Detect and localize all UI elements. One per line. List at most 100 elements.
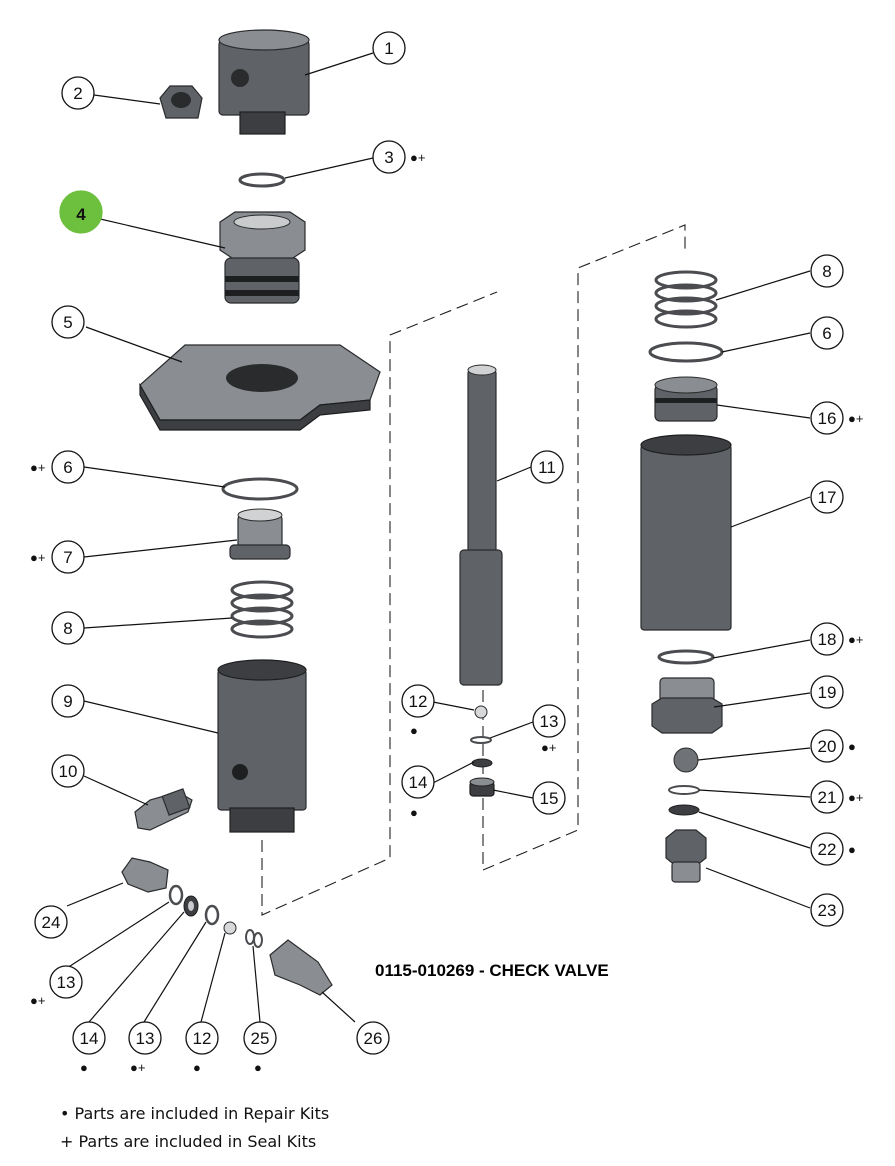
- part-11-rod: [459, 364, 503, 686]
- part-5-mounting-plate: [139, 344, 381, 431]
- diagram-title: 0115-010269 - CHECK VALVE: [375, 961, 609, 980]
- callout-circle-c5: [51, 305, 85, 339]
- kit-mark-c18: ●+: [848, 632, 863, 647]
- kit-mark-c13c: ●+: [130, 1060, 145, 1075]
- callout-circle-c8b: [810, 254, 844, 288]
- callout-label-c3: 3: [384, 148, 393, 167]
- kit-mark-c12b: ●: [193, 1060, 201, 1075]
- callout-circle-c4: [59, 190, 103, 234]
- callout-label-c15: 15: [540, 789, 559, 808]
- part-12-ball-center: [474, 705, 488, 719]
- callout-label-c18: 18: [818, 630, 837, 649]
- callout-circle-c11: [530, 450, 564, 484]
- part-6-ring-left: [221, 477, 299, 501]
- callout-label-c10: 10: [59, 762, 78, 781]
- callout-circle-c18: [810, 622, 844, 656]
- part-4-gland-nut: [219, 211, 306, 304]
- part-26-fitting-bottom: [269, 939, 333, 996]
- callout-circle-c24: [34, 905, 68, 939]
- kit-mark-c3: ●+: [410, 150, 425, 165]
- part-15-cup-center: [469, 777, 495, 797]
- part-14-seat-center: [471, 758, 493, 768]
- callout-circle-c21: [810, 780, 844, 814]
- part-14-seat-bottom: [183, 895, 199, 917]
- part-20-ball-right: [673, 747, 699, 773]
- part-6-ring-right: [648, 341, 724, 363]
- part-9-body-left: [217, 659, 307, 833]
- part-19-cap-right: [651, 677, 723, 734]
- callout-circle-c26: [356, 1021, 390, 1055]
- callout-circle-c3: [372, 140, 406, 174]
- part-22-seat-right: [668, 804, 700, 816]
- callout-label-c4: 4: [76, 205, 86, 224]
- part-12-ball-bottom: [223, 921, 237, 935]
- part-3-o-ring: [238, 172, 286, 188]
- callout-circle-c6b: [810, 316, 844, 350]
- kit-mark-c12a: ●: [410, 723, 418, 738]
- callout-label-c9: 9: [63, 692, 72, 711]
- callout-label-c7: 7: [63, 548, 72, 567]
- legend-repair-kits: • Parts are included in Repair Kits: [60, 1104, 330, 1123]
- kit-mark-c13b: ●+: [30, 993, 45, 1008]
- callout-label-c8a: 8: [63, 619, 72, 638]
- callout-circle-c12a: [401, 684, 435, 718]
- callout-label-c12b: 12: [193, 1029, 212, 1048]
- callout-label-c12a: 12: [409, 692, 428, 711]
- callout-circle-c10: [51, 754, 85, 788]
- kit-mark-c25: ●: [254, 1060, 262, 1075]
- callout-circle-c9: [51, 684, 85, 718]
- callout-circle-c13b: [49, 965, 83, 999]
- kit-mark-c13a: ●+: [541, 740, 556, 755]
- callout-circle-c23: [810, 893, 844, 927]
- callout-circle-c13c: [128, 1021, 162, 1055]
- callout-label-c1: 1: [384, 39, 393, 58]
- kit-mark-c22: ●: [848, 842, 856, 857]
- callout-label-c26: 26: [364, 1029, 383, 1048]
- part-13-ring-bottom-a: [168, 884, 184, 906]
- part-16-seal-right: [654, 376, 718, 422]
- callout-label-c14a: 14: [409, 773, 428, 792]
- callout-circle-c12b: [185, 1021, 219, 1055]
- callout-circle-c22: [810, 832, 844, 866]
- callout-label-c21: 21: [818, 788, 837, 807]
- assembly-guide-lines: [261, 224, 686, 916]
- callout-circle-c17: [810, 480, 844, 514]
- callout-label-c22: 22: [818, 840, 837, 859]
- part-18-o-ring-right: [657, 649, 715, 665]
- callout-label-c13c: 13: [136, 1029, 155, 1048]
- callout-label-c20: 20: [818, 737, 837, 756]
- part-24-fitting-bottom: [121, 857, 169, 893]
- part-8-spring-right: [654, 270, 718, 329]
- part-13-ring-bottom-b: [204, 904, 220, 926]
- callout-label-c13b: 13: [57, 973, 76, 992]
- callout-circle-c8a: [51, 611, 85, 645]
- callout-circle-c14b: [72, 1021, 106, 1055]
- callout-circle-c13a: [532, 704, 566, 738]
- callout-label-c19: 19: [818, 683, 837, 702]
- part-21-ring-right: [668, 785, 700, 795]
- callout-label-c13a: 13: [540, 712, 559, 731]
- callout-circle-c16: [810, 401, 844, 435]
- part-7-seal-left: [229, 508, 291, 560]
- callout-circle-c14a: [401, 765, 435, 799]
- kit-mark-c7: ●+: [30, 550, 45, 565]
- legend-seal-kits: + Parts are included in Seal Kits: [60, 1132, 317, 1151]
- kit-mark-c21: ●+: [848, 790, 863, 805]
- part-13-washer-center: [470, 736, 492, 744]
- callout-circle-c7: [51, 540, 85, 574]
- callout-circle-c6a: [51, 450, 85, 484]
- callout-label-c17: 17: [818, 488, 837, 507]
- callout-circle-c25: [243, 1021, 277, 1055]
- callout-label-c5: 5: [63, 313, 72, 332]
- callout-label-c6b: 6: [822, 324, 831, 343]
- callout-circle-c20: [810, 729, 844, 763]
- leader-lines: [66, 52, 811, 1023]
- callout-label-c23: 23: [818, 901, 837, 920]
- callouts: 123●+456●+7●+89101112●13●+14●158616●+171…: [30, 31, 863, 1075]
- callout-label-c11: 11: [538, 458, 556, 477]
- callout-label-c24: 24: [42, 913, 61, 932]
- part-2-nut: [159, 85, 203, 119]
- kit-mark-c20: ●: [848, 739, 856, 754]
- part-10-fitting-left: [134, 788, 193, 831]
